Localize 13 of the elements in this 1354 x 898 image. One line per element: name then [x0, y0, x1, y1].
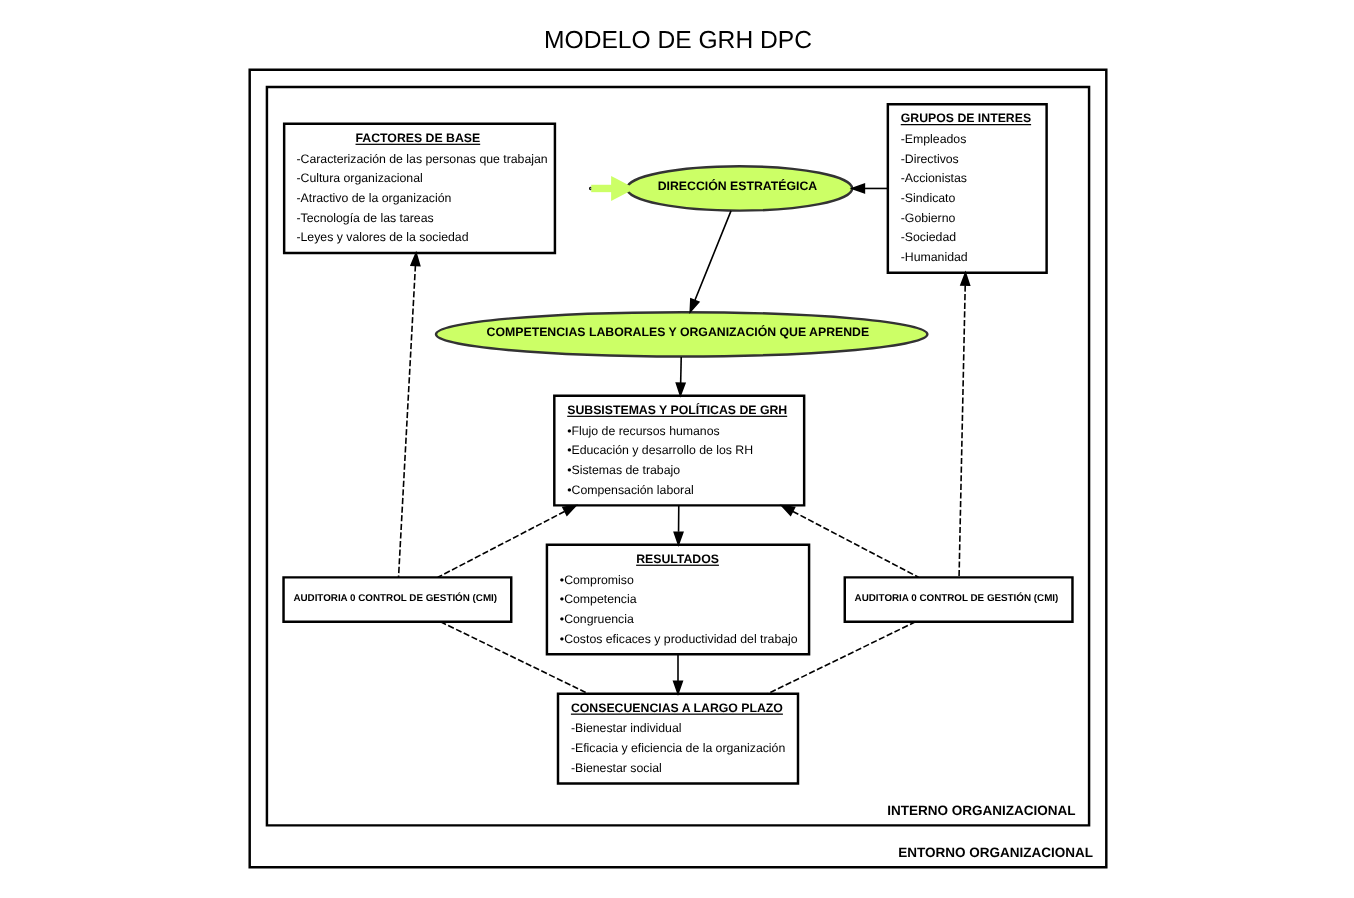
arrow	[396, 249, 420, 577]
arrow	[778, 503, 919, 578]
arrow	[436, 503, 578, 578]
arrow	[674, 355, 686, 397]
arrow	[957, 269, 970, 578]
arrow	[672, 503, 683, 547]
arrow	[671, 652, 683, 696]
diagram-title: MODELO DE GRH DPC	[543, 24, 811, 53]
arrow	[590, 174, 635, 201]
connector	[438, 620, 589, 694]
arrow	[848, 182, 888, 193]
arrow	[688, 209, 731, 314]
connector	[765, 620, 916, 694]
